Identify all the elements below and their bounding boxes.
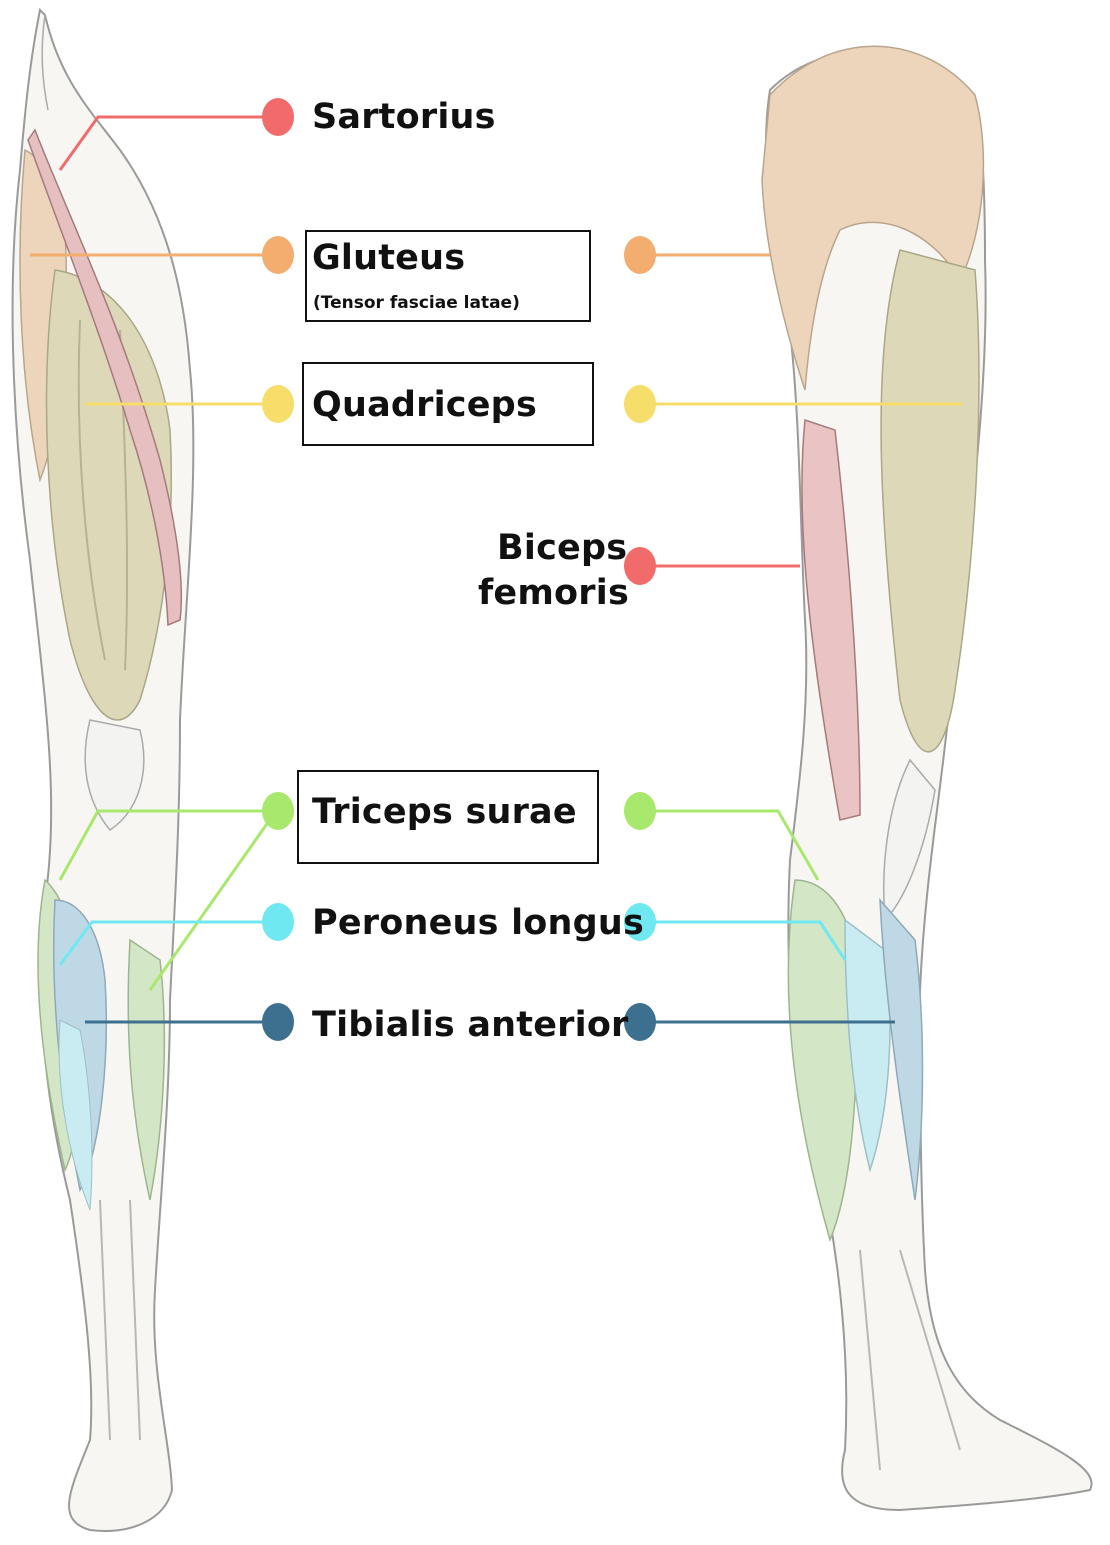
- triceps-surae-label: Triceps surae: [312, 795, 577, 830]
- triceps-surae-dot-front: [262, 792, 294, 830]
- triceps-surae-dot-side: [624, 792, 656, 830]
- biceps-femoris-label-line2: femoris: [478, 576, 629, 611]
- peroneus-longus-label: Peroneus longus: [312, 906, 644, 941]
- biceps-femoris-label-line1: Biceps: [497, 531, 627, 566]
- side-view-leg: [762, 46, 1092, 1510]
- peroneus-longus-dot-front: [262, 903, 294, 941]
- gluteus-dot-side: [624, 236, 656, 274]
- gluteus-label: Gluteus: [312, 241, 465, 276]
- quadriceps-dot-front: [262, 385, 294, 423]
- gluteus-sublabel: (Tensor fasciae latae): [313, 293, 520, 313]
- quadriceps-dot-side: [624, 385, 656, 423]
- sartorius-dot: [262, 98, 294, 136]
- quadriceps-label: Quadriceps: [312, 388, 537, 423]
- tibialis-anterior-dot-front: [262, 1003, 294, 1041]
- tibialis-anterior-label: Tibialis anterior: [312, 1008, 629, 1043]
- gluteus-dot-front: [262, 236, 294, 274]
- sartorius-label: Sartorius: [312, 100, 496, 135]
- front-view-leg: [13, 10, 194, 1531]
